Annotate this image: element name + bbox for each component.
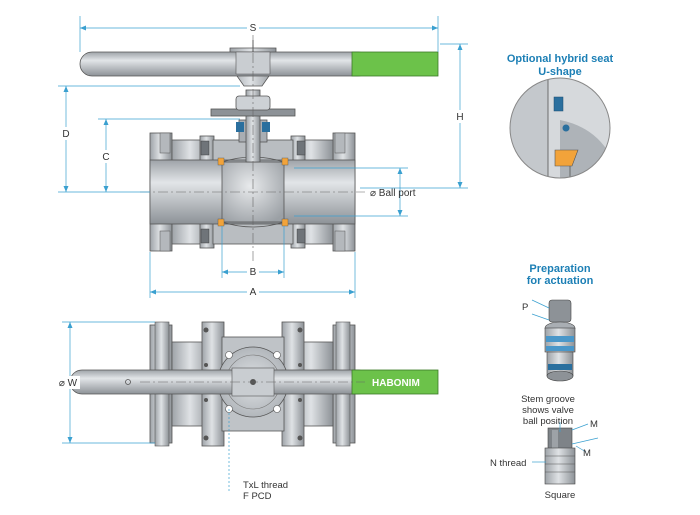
- front-view: [79, 35, 439, 262]
- actuation-stem: [544, 299, 576, 382]
- dimension-a: A: [250, 287, 257, 298]
- hybrid-seat-detail: [510, 78, 610, 178]
- stem-groove-label-1: Stem groove: [521, 394, 575, 405]
- stem-groove-label-3: ball position: [523, 416, 573, 427]
- dimension-c: C: [102, 152, 109, 163]
- dimension-m-1: M: [590, 419, 598, 430]
- hybrid-seat-subtitle: U-shape: [538, 66, 581, 78]
- hybrid-seat-frame: [509, 77, 611, 179]
- top-view: [69, 321, 439, 447]
- m-dimensions: [571, 423, 599, 453]
- actuation-title: Preparation: [529, 263, 590, 275]
- thread-label: TxL thread: [243, 480, 288, 491]
- dimension-d: D: [62, 129, 69, 140]
- square-stem: [544, 422, 576, 485]
- dimension-p: P: [522, 302, 528, 313]
- dimension-ball-port: ⌀ Ball port: [370, 188, 416, 199]
- pcd-label: F PCD: [243, 491, 272, 502]
- brand-logo: HABONIM: [372, 378, 420, 389]
- top-dimension-arrows: [67, 322, 73, 443]
- dimension-m-2: M: [583, 448, 591, 459]
- front-dimensions: [58, 16, 468, 298]
- front-dimension-arrows: [63, 25, 463, 295]
- dimension-h: H: [456, 112, 463, 123]
- dimension-b: B: [250, 267, 257, 278]
- square-label: Square: [545, 490, 576, 501]
- stem-groove-label-2: shows valve: [522, 405, 574, 416]
- dimension-s: S: [250, 23, 257, 34]
- n-thread-label: N thread: [490, 458, 526, 469]
- actuation-subtitle: for actuation: [527, 275, 594, 287]
- dimension-w: ⌀ W: [59, 378, 78, 389]
- hybrid-seat-title: Optional hybrid seat: [507, 53, 614, 65]
